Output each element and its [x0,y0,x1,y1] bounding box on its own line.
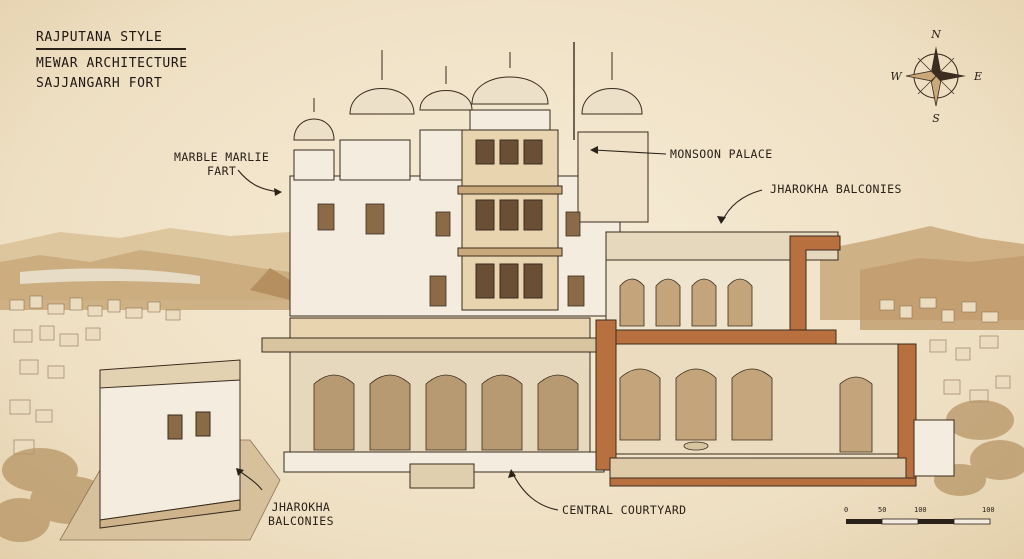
compass-west-point [905,70,937,82]
compass-east-point [936,71,966,81]
compass-n: N [930,28,941,41]
left-bastion [99,359,241,529]
scale-tick-100a: 100 [914,506,927,514]
scale-tick-0: 0 [844,506,849,514]
compass-north-point [931,46,941,76]
lake [20,268,200,284]
title-architecture: MEWAR ARCHITECTURE [36,55,188,71]
label-monsoon-palace: MONSOON PALACE [670,147,773,161]
scale-bar-graphic [846,518,991,525]
label-marble: MARBLE MARLIE FART [174,150,270,178]
title-style: RAJPUTANA STYLE [36,30,163,45]
right-wing-arches [619,278,873,453]
rear-windows [317,203,585,307]
leader-arrowheads [236,146,726,478]
label-jharokha-top: JHAROKHA BALCONIES [770,182,902,196]
compass-diagonals [917,57,955,95]
scale-tick-50: 50 [878,506,887,514]
central-jharokha-tower [457,129,563,311]
title-underline [36,48,186,50]
label-central-courtyard: CENTRAL COURTYARD [562,503,687,517]
city-houses [9,295,1011,455]
title-fort: SAJJANGARH FORT [36,75,163,91]
scale-bar: 0 50 100 100 [842,506,998,536]
title-block: RAJPUTANA STYLE MEWAR ARCHITECTURE SAJJA… [36,28,188,94]
front-arches [313,374,579,451]
scale-tick-100b: 100 [982,506,995,514]
compass-e: E [973,70,982,83]
domes [293,42,643,141]
compass-s: S [932,112,940,124]
courtyard-fountain [683,441,709,451]
compass-w: W [890,70,903,83]
compass-rose: N S W E [890,28,982,124]
label-jharokha-bottom: JHAROKHA BALCONIES [268,500,334,528]
